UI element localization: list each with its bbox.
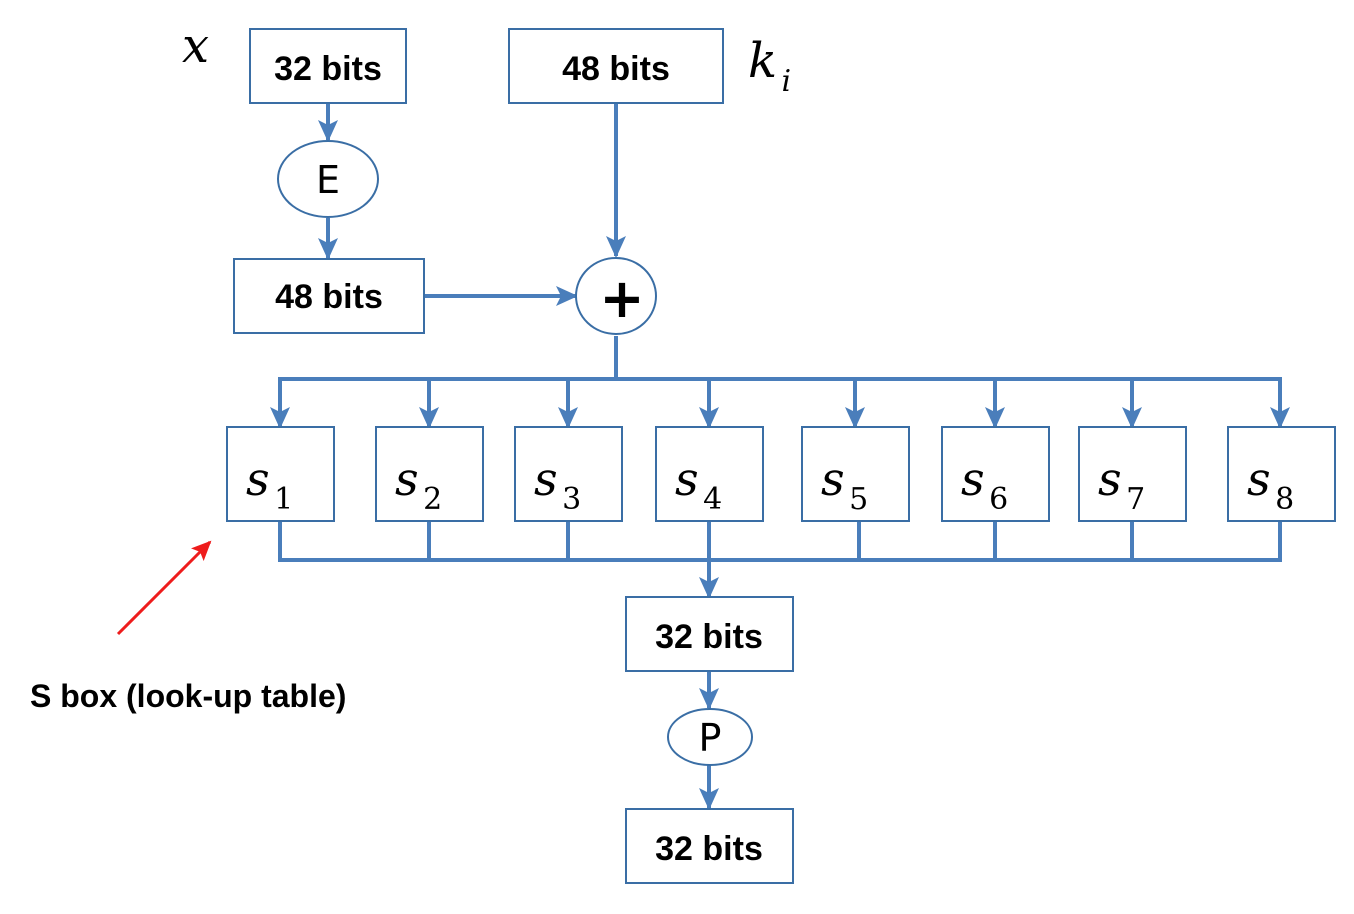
connectors bbox=[270, 103, 1290, 810]
sbox-7-label: s 7 bbox=[1098, 452, 1145, 517]
expanded-box: 48 bits bbox=[233, 258, 425, 334]
expansion-node-label: E bbox=[316, 158, 340, 202]
sbox-row: s 1 s 2 s 3 s 4 bbox=[226, 426, 1336, 522]
key-label-base: k bbox=[748, 33, 777, 89]
final-output-box: 32 bits bbox=[625, 808, 794, 884]
sbox-5: s 5 bbox=[801, 426, 910, 522]
sbox-4: s 4 bbox=[655, 426, 764, 522]
sbox-2-label: s 2 bbox=[395, 452, 442, 517]
sbox-1-label: s 1 bbox=[246, 452, 293, 517]
annotation-arrow bbox=[116, 540, 212, 636]
key-label: k i bbox=[748, 33, 791, 99]
sbox-5-label: s 5 bbox=[821, 452, 868, 517]
permutation-node-label: P bbox=[699, 716, 722, 760]
sbox-4-label: s 4 bbox=[675, 452, 722, 517]
sbox-3: s 3 bbox=[514, 426, 623, 522]
expansion-node: E bbox=[277, 140, 379, 218]
x-label: x bbox=[182, 18, 209, 74]
key-label-subscript: i bbox=[782, 64, 792, 99]
sbox-1: s 1 bbox=[226, 426, 335, 522]
x-input-box-label: 32 bits bbox=[274, 50, 382, 88]
sbox-7: s 7 bbox=[1078, 426, 1187, 522]
key-input-box-label: 48 bits bbox=[562, 50, 670, 88]
key-input-box: 48 bits bbox=[508, 28, 724, 104]
sbox-6-label: s 6 bbox=[961, 452, 1008, 517]
sbox-output-box: 32 bits bbox=[625, 596, 794, 672]
x-input-box: 32 bits bbox=[249, 28, 407, 104]
sbox-2: s 2 bbox=[375, 426, 484, 522]
sbox-6: s 6 bbox=[941, 426, 1050, 522]
final-output-box-label: 32 bits bbox=[655, 830, 763, 868]
sbox-8: s 8 bbox=[1227, 426, 1336, 522]
xor-node-symbol: + bbox=[599, 267, 644, 330]
permutation-node: P bbox=[667, 708, 753, 766]
xor-node: + bbox=[575, 257, 657, 335]
sbox-output-box-label: 32 bits bbox=[655, 618, 763, 656]
annotation-label: S box (look-up table) bbox=[30, 678, 346, 714]
sbox-3-label: s 3 bbox=[534, 452, 581, 517]
sbox-8-label: s 8 bbox=[1247, 452, 1294, 517]
expanded-box-label: 48 bits bbox=[275, 278, 383, 316]
